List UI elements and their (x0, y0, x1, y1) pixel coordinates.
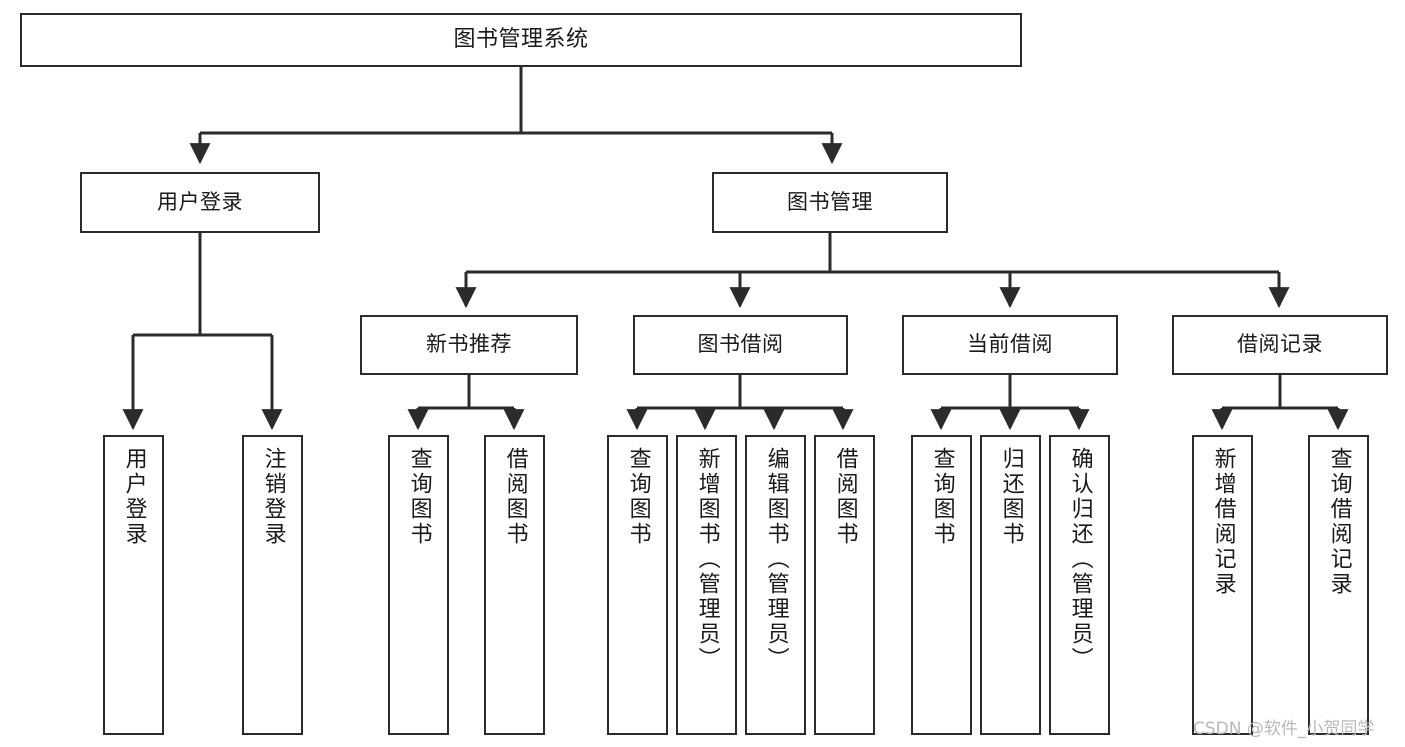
leaf-user-login[interactable]: 用户登录 (103, 435, 164, 735)
node-label: 借阅图书 (832, 447, 858, 547)
node-book-management[interactable]: 图书管理 (712, 172, 948, 233)
node-label: 编辑图书（管理员） (763, 447, 789, 672)
node-book-borrowing[interactable]: 图书借阅 (633, 315, 848, 375)
node-label: 用户登录 (157, 189, 243, 214)
node-label: 查询借阅记录 (1326, 447, 1352, 597)
node-label: 查询图书 (929, 447, 955, 547)
csdn-watermark: CSDN @软件_小贺同学 (1193, 719, 1375, 739)
node-new-book-recommendation[interactable]: 新书推荐 (360, 315, 578, 375)
leaf-borrow-books[interactable]: 借阅图书 (814, 435, 875, 735)
node-label: 查询图书 (625, 447, 651, 547)
node-label: 新书推荐 (426, 332, 512, 357)
node-label: 图书管理 (787, 189, 873, 214)
leaf-query-books-borrow[interactable]: 查询图书 (607, 435, 668, 735)
node-label: 图书管理系统 (453, 26, 589, 52)
node-label: 归还图书 (998, 447, 1024, 547)
node-label: 用户登录 (121, 447, 147, 547)
leaf-return-books[interactable]: 归还图书 (980, 435, 1041, 735)
leaf-query-borrow-record[interactable]: 查询借阅记录 (1308, 435, 1369, 735)
node-borrowing-records[interactable]: 借阅记录 (1172, 315, 1388, 375)
node-current-borrowing[interactable]: 当前借阅 (902, 315, 1118, 375)
node-label: 新增借阅记录 (1210, 447, 1236, 597)
leaf-query-books-current[interactable]: 查询图书 (911, 435, 972, 735)
node-user-login[interactable]: 用户登录 (80, 172, 320, 233)
node-label: 借阅图书 (502, 447, 528, 547)
leaf-edit-book-admin[interactable]: 编辑图书（管理员） (745, 435, 806, 735)
leaf-logout[interactable]: 注销登录 (242, 435, 303, 735)
node-root-library-management-system[interactable]: 图书管理系统 (20, 13, 1022, 67)
leaf-add-book-admin[interactable]: 新增图书（管理员） (676, 435, 737, 735)
node-label: 借阅记录 (1237, 332, 1323, 357)
leaf-borrow-books-recommend[interactable]: 借阅图书 (484, 435, 545, 735)
node-label: 新增图书（管理员） (694, 447, 720, 672)
node-label: 注销登录 (260, 447, 286, 547)
leaf-add-borrow-record[interactable]: 新增借阅记录 (1192, 435, 1253, 735)
node-label: 当前借阅 (967, 332, 1053, 357)
leaf-confirm-return-admin[interactable]: 确认归还（管理员） (1049, 435, 1110, 735)
node-label: 图书借阅 (697, 332, 784, 357)
node-label: 确认归还（管理员） (1067, 447, 1093, 672)
leaf-query-books-recommend[interactable]: 查询图书 (388, 435, 449, 735)
node-label: 查询图书 (406, 447, 432, 547)
